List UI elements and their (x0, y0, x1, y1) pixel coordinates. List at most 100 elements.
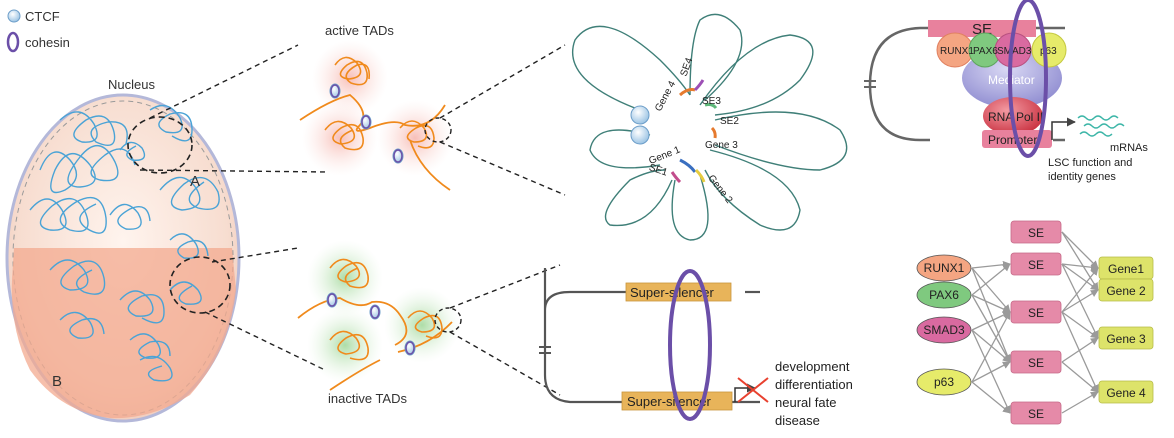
se-node-label: SE (1028, 407, 1044, 421)
active-tads-label: active TADs (325, 23, 394, 38)
super-silencer-bottom-label: Super-silencer (627, 394, 711, 409)
active-tad-highlight (424, 117, 452, 143)
tf-se-edge (971, 267, 1011, 313)
active-chromatin-fiber (299, 94, 451, 191)
mrna-label: mRNAs (1110, 142, 1148, 154)
tf-se-edge (971, 381, 1011, 414)
tf-se-edge (971, 294, 1011, 313)
se-node (1010, 300, 1062, 324)
p63-node (1031, 32, 1067, 68)
se-gene-edge (1061, 361, 1099, 393)
outcome-line-2: identity genes (1048, 171, 1116, 183)
effect-neural-fate: neural fate (775, 395, 836, 410)
tf-node-label: RUNX1 (924, 261, 965, 275)
tf-node (916, 254, 972, 282)
tf-node-label: PAX6 (929, 288, 959, 302)
gene-node-label: Gene1 (1108, 262, 1144, 276)
super-silencer-top-label: Super-silencer (630, 285, 714, 300)
gene-node (1098, 326, 1154, 350)
effect-disease: disease (775, 413, 820, 428)
tf-node (916, 316, 972, 344)
silencer-cohesin-ring (668, 269, 712, 421)
loop-label-gene4: Gene 4 (653, 79, 678, 114)
legend: CTCF cohesin (6, 9, 70, 53)
loop-label-gene2: Gene 2 (705, 173, 734, 206)
se-node-label: SE (1028, 356, 1044, 370)
gene-node (1098, 380, 1154, 404)
se-gene-edge (1061, 231, 1099, 269)
se-gene-edge (1061, 289, 1099, 313)
gene-node (1098, 278, 1154, 302)
se-gene-edge (1061, 263, 1099, 291)
network-edges (971, 231, 1099, 414)
mrna-wave-2 (1083, 123, 1125, 129)
inactive-tad-highlight (434, 307, 462, 333)
promoter-label: Promoter (988, 133, 1037, 147)
tf-node (916, 281, 972, 309)
inhibition-x-b (737, 377, 769, 403)
se-gene-edge (1061, 311, 1099, 339)
se-gene-edge (1061, 263, 1099, 272)
tf-se-edge (971, 361, 1011, 383)
se-gene-edge (1061, 391, 1099, 414)
compartment-a-label: A (190, 173, 200, 190)
se-node-label: SE (1028, 306, 1044, 320)
effect-development: development (775, 359, 850, 374)
se-node-label: SE (1028, 258, 1044, 272)
se-node (1010, 401, 1062, 425)
tf-se-edge (971, 294, 1011, 363)
se-gene-edge (1061, 231, 1099, 291)
loop-label-se3: SE3 (702, 96, 721, 107)
cohesin-legend-icon (6, 31, 20, 53)
super-silencer-diagram: Super-silencer Super-silencer developmen… (539, 267, 853, 428)
smad3-complex-label: SMAD3 (997, 46, 1032, 57)
zoom-lines-tads (439, 44, 566, 396)
tf-se-edge (971, 311, 1011, 383)
gene-node-label: Gene 3 (1106, 332, 1146, 346)
mrna-wave-1 (1077, 115, 1119, 121)
loop-label-gene3: Gene 3 (705, 140, 738, 151)
mrna-wave-3 (1079, 131, 1113, 137)
gene-node-label: Gene 4 (1106, 386, 1146, 400)
tf-node-label: SMAD3 (923, 323, 965, 337)
se-node (1010, 252, 1062, 276)
se-node (1010, 220, 1062, 244)
cohesin-legend-label: cohesin (25, 35, 70, 50)
compartment-a-highlight (127, 116, 193, 174)
zoom-lines-nucleus (139, 44, 329, 371)
tf-se-edge (971, 267, 1011, 363)
runx1-complex-label: RUNX1 (940, 46, 974, 57)
ctcf-legend-label: CTCF (25, 9, 60, 24)
nucleus: Nucleus A B (5, 77, 241, 423)
enhancer-cohesin-ring (1008, 0, 1048, 158)
p63-complex-label: p63 (1040, 46, 1057, 57)
inactive-tads-label: inactive TADs (328, 391, 407, 406)
effect-differentiation: differentiation (775, 377, 853, 392)
tf-se-edge (971, 263, 1011, 296)
loop-label-se2: SE2 (720, 116, 739, 127)
chromatin-loop-diagram: SE4 Gene 4 SE3 SE2 Gene 3 Gene 1 SE1 Gen… (571, 13, 848, 241)
active-tads: active TADs (299, 23, 453, 191)
nucleus-title: Nucleus (108, 77, 155, 92)
super-enhancer-complex: SE Mediator RUNX1 PAX6 SMAD3 p63 RNA Pol… (864, 0, 1148, 183)
tf-se-edge (971, 260, 1011, 269)
ctcf-legend-icon (7, 9, 21, 23)
pax6-complex-label: PAX6 (973, 46, 998, 57)
inactive-tads: inactive TADs (297, 240, 462, 406)
se-gene-edge (1061, 337, 1099, 363)
se-node-label: SE (1028, 226, 1044, 240)
se-gene-edge (1061, 267, 1099, 313)
tf-node-label: p63 (934, 375, 954, 389)
compartment-b-label: B (52, 373, 62, 390)
se-node (1010, 350, 1062, 374)
gene-node-label: Gene 2 (1106, 284, 1146, 298)
compartment-b-region (11, 248, 237, 419)
compartment-b-highlight (169, 256, 231, 314)
tf-node (916, 368, 972, 396)
outcome-line-1: LSC function and (1048, 157, 1132, 169)
loop-label-se4: SE4 (679, 56, 696, 78)
chromatin-territories (29, 104, 220, 382)
